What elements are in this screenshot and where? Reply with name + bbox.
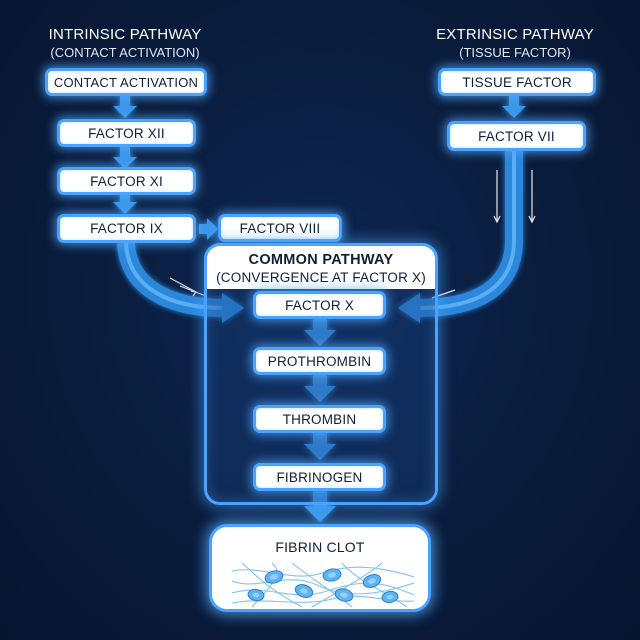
down-arrow [502,96,526,118]
extrinsic-pathway-subtitle: (TISSUE FACTOR) [459,45,571,60]
intrinsic-arrowhead [222,293,244,323]
down-arrow [113,96,137,118]
node-contact-activation: CONTACT ACTIVATION [45,68,207,96]
fibrin-clot-label: FIBRIN CLOT [275,539,365,555]
node-factor-xii: FACTOR XII [57,119,196,147]
common-step-arrows [304,318,336,522]
fibrin-clot-box: FIBRIN CLOT [209,524,431,612]
fibrin-mesh-illustration [232,562,414,608]
node-factor-x: FACTOR X [253,291,386,319]
common-pathway-title: COMMON PATHWAY [248,252,394,268]
intrinsic-pathway-subtitle: (CONTACT ACTIVATION) [50,45,200,60]
factor-ix-to-viii-arrow [199,218,218,240]
down-arrow [304,490,336,522]
node-factor-xi: FACTOR XI [57,167,196,195]
extrinsic-step-arrow [502,96,526,118]
node-tissue-factor: TISSUE FACTOR [438,68,596,96]
node-factor-viii: FACTOR VIII [218,214,342,242]
node-fibrinogen: FIBRINOGEN [253,463,386,491]
intrinsic-pathway-title: INTRINSIC PATHWAY [48,26,202,43]
node-factor-ix: FACTOR IX [57,214,196,243]
node-prothrombin: PROTHROMBIN [253,347,386,375]
extrinsic-pathway-title: EXTRINSIC PATHWAY [436,26,594,43]
node-thrombin: THROMBIN [253,405,386,433]
common-pathway-subtitle: (CONVERGENCE AT FACTOR X) [216,270,426,285]
down-arrow [304,374,336,402]
common-pathway-header: COMMON PATHWAY (CONVERGENCE AT FACTOR X) [204,243,438,289]
down-arrow [304,432,336,460]
down-arrow [113,147,137,169]
down-arrow [113,194,137,214]
node-factor-vii: FACTOR VII [447,121,586,151]
down-arrow [304,318,336,346]
extrinsic-arrowhead [398,293,420,323]
intrinsic-flow-streaks [169,277,207,297]
intrinsic-step-arrows [113,96,137,214]
